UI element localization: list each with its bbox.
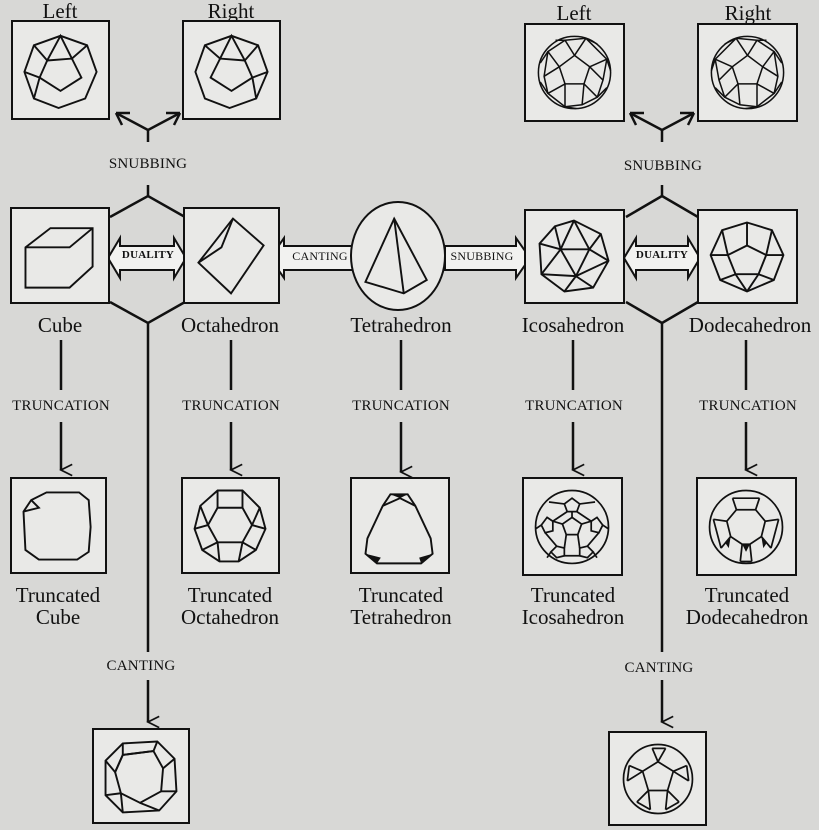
snub-dodecahedron-right-icon <box>710 35 785 110</box>
snubbing-label-left: SNUBBING <box>108 156 188 172</box>
truncated-octahedron-icon <box>193 489 267 563</box>
snub-cube-left-icon <box>23 33 98 110</box>
truncation-label-4: TRUNCATION <box>525 398 623 414</box>
duality-label-left: DUALITY <box>121 249 175 261</box>
truncated-octahedron-label-1: Truncated <box>187 583 273 607</box>
truncated-cube-icon <box>22 491 92 561</box>
truncated-dodecahedron-label-2: Dodecahedron <box>685 605 809 629</box>
truncated-cube-label-1: Truncated <box>15 583 101 607</box>
truncated-dodecahedron-label-1: Truncated <box>704 583 790 607</box>
canting-label-mid: CANTING <box>292 249 348 263</box>
truncated-icosahedron-figure <box>522 477 623 576</box>
tetrahedron-icon <box>364 216 429 295</box>
truncated-tetrahedron-icon <box>364 493 434 565</box>
truncated-cube-label-2: Cube <box>35 605 81 629</box>
canting-label-right: CANTING <box>624 660 694 676</box>
cube-icon <box>24 227 94 289</box>
rhombicosidodecahedron-icon <box>622 743 694 815</box>
truncated-dodecahedron-icon <box>708 489 784 565</box>
rhombicuboctahedron-figure <box>92 728 190 824</box>
octahedron-label: Octahedron <box>181 313 279 337</box>
snub-dodecahedron-right-figure <box>697 23 798 122</box>
truncated-icosahedron-label-1: Truncated <box>530 583 616 607</box>
icosahedron-icon <box>538 219 610 293</box>
truncated-tetrahedron-label-2: Tetrahedron <box>350 605 452 629</box>
dodecahedron-icon <box>709 221 785 293</box>
snub-cube-left-figure <box>11 20 110 120</box>
icosahedron-label: Icosahedron <box>521 313 625 337</box>
truncation-label-5: TRUNCATION <box>699 398 797 414</box>
truncation-label-2: TRUNCATION <box>182 398 280 414</box>
octahedron-icon <box>197 217 265 295</box>
truncation-label-1: TRUNCATION <box>12 398 110 414</box>
dodecahedron-figure <box>697 209 798 304</box>
snub-dodecahedron-left-icon <box>537 35 612 110</box>
cube-label: Cube <box>37 313 83 337</box>
tetrahedron-figure <box>350 201 446 311</box>
truncated-icosahedron-label-2: Icosahedron <box>521 605 625 629</box>
truncated-icosahedron-icon <box>534 489 610 565</box>
truncated-cube-figure <box>10 477 107 574</box>
snub-cube-right-icon <box>194 33 269 110</box>
snub-right-label-b: Right <box>724 1 772 25</box>
duality-label-right: DUALITY <box>635 249 689 261</box>
octahedron-figure <box>183 207 280 304</box>
truncated-octahedron-label-2: Octahedron <box>181 605 279 629</box>
snubbing-arrow-mid <box>444 234 532 282</box>
snub-fork-left <box>115 111 181 132</box>
snub-left-label-a: Left <box>42 0 78 23</box>
truncation-label-3: TRUNCATION <box>352 398 450 414</box>
truncated-tetrahedron-label-1: Truncated <box>358 583 444 607</box>
cube-figure <box>10 207 110 304</box>
snub-fork-right <box>629 111 695 132</box>
dodecahedron-label: Dodecahedron <box>688 313 812 337</box>
snub-left-label-b: Left <box>556 1 592 25</box>
truncated-tetrahedron-figure <box>350 477 450 574</box>
truncated-dodecahedron-figure <box>696 477 797 576</box>
snubbing-label-right: SNUBBING <box>623 158 703 174</box>
snub-cube-right-figure <box>182 20 281 120</box>
snub-dodecahedron-left-figure <box>524 23 625 122</box>
truncated-octahedron-figure <box>181 477 280 574</box>
icosahedron-figure <box>524 209 625 304</box>
snubbing-label-mid: SNUBBING <box>450 249 514 263</box>
snub-right-label-a: Right <box>207 0 255 23</box>
rhombicuboctahedron-icon <box>104 740 178 814</box>
rhombicosidodecahedron-figure <box>608 731 707 826</box>
tetrahedron-label: Tetrahedron <box>350 313 452 337</box>
canting-label-left: CANTING <box>106 658 176 674</box>
